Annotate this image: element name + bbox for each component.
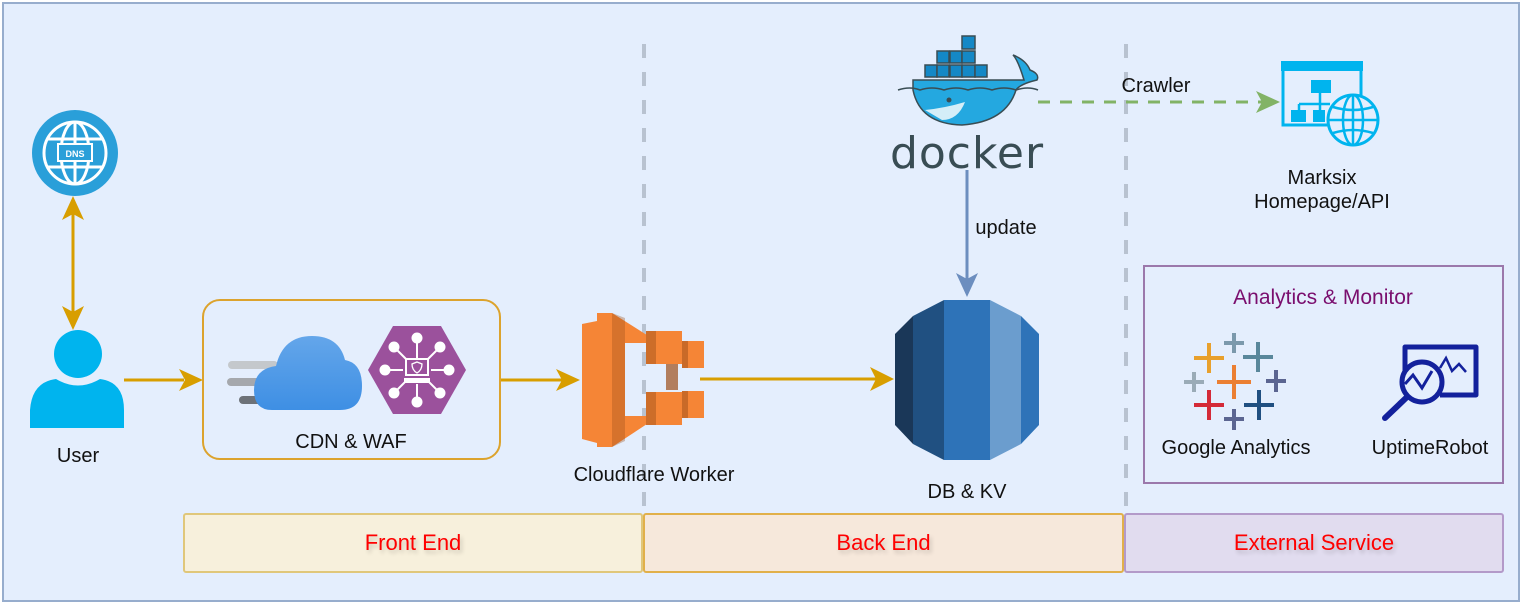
- cdn-waf-group[interactable]: [202, 299, 501, 460]
- lane-back-end: Back End: [643, 513, 1124, 573]
- google-analytics-label: Google Analytics: [1161, 437, 1311, 459]
- uptimerobot-label: UptimeRobot: [1371, 437, 1489, 459]
- cdn-waf-label: CDN & WAF: [295, 431, 407, 453]
- crawler-edge-label: Crawler: [1121, 75, 1191, 97]
- monitor-magnifier-icon[interactable]: [1382, 344, 1479, 421]
- docker-whale-icon[interactable]: docker: [890, 35, 1044, 179]
- cdn-cloud-icon[interactable]: [227, 336, 362, 410]
- marksix-label-line2: Homepage/API: [1254, 191, 1390, 213]
- user-icon[interactable]: [30, 330, 124, 428]
- waf-shield-hexagon-icon[interactable]: [368, 326, 466, 414]
- database-icon[interactable]: [895, 300, 1039, 460]
- docker-wordmark: docker: [890, 128, 1044, 179]
- edge-user-cdn: [124, 369, 203, 391]
- analytics-group-title: Analytics & Monitor: [1233, 286, 1413, 309]
- edge-cdn-worker: [501, 369, 580, 391]
- edge-dns-user: [62, 196, 84, 330]
- edge-docker-marksix: [1038, 91, 1280, 113]
- compute-container-icon[interactable]: [582, 313, 704, 447]
- dns-badge-text: DNS: [65, 149, 84, 159]
- analytics-crosses-icon[interactable]: [1184, 333, 1286, 430]
- db-label: DB & KV: [927, 481, 1007, 503]
- lane-external-service-label: External Service: [1233, 530, 1395, 555]
- edge-worker-db: [700, 367, 894, 391]
- lane-external-service: External Service: [1124, 513, 1504, 573]
- lane-front-end: Front End: [183, 513, 643, 573]
- user-label: User: [56, 445, 100, 467]
- marksix-label-line1: Marksix: [1287, 167, 1357, 189]
- worker-label: Cloudflare Worker: [573, 464, 735, 486]
- dns-globe-icon[interactable]: DNS: [32, 110, 118, 196]
- analytics-monitor-group[interactable]: [1143, 265, 1504, 484]
- edge-docker-db: [956, 170, 978, 297]
- lane-back-end-label: Back End: [836, 530, 931, 555]
- update-edge-label: update: [975, 217, 1037, 239]
- website-globe-icon[interactable]: [1281, 61, 1380, 147]
- lane-front-end-label: Front End: [364, 530, 462, 555]
